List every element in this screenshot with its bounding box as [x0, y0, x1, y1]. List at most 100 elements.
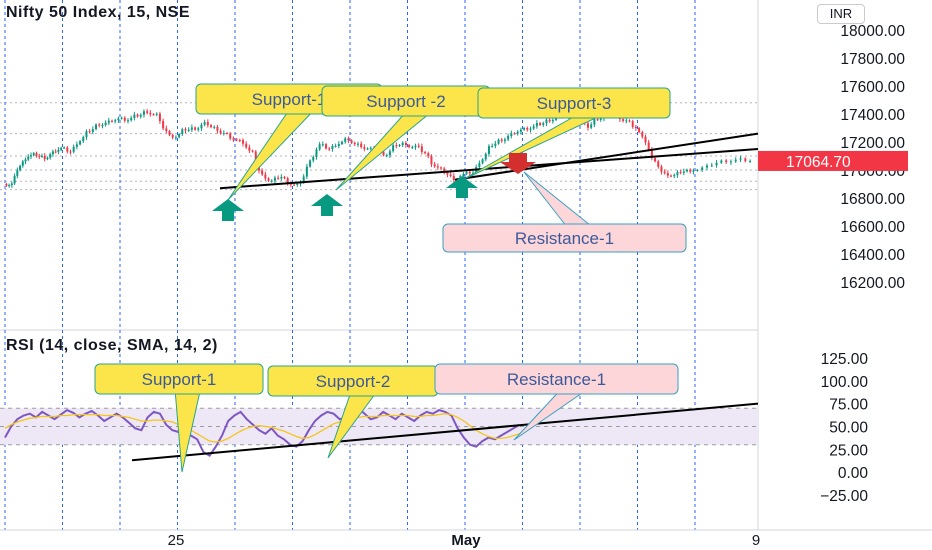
- candle-body[interactable]: [32, 153, 35, 156]
- candle-body[interactable]: [350, 140, 353, 143]
- candle-body[interactable]: [69, 151, 72, 153]
- candle-body[interactable]: [366, 148, 369, 150]
- candle-body[interactable]: [363, 147, 366, 149]
- candle-body[interactable]: [27, 156, 30, 160]
- candle-body[interactable]: [101, 125, 104, 127]
- candle-body[interactable]: [660, 166, 663, 172]
- candle-body[interactable]: [85, 131, 88, 138]
- candle-body[interactable]: [210, 125, 213, 128]
- candle-body[interactable]: [63, 147, 66, 149]
- callout-support-3[interactable]: Support-3: [461, 87, 671, 181]
- callout-resistance-1[interactable]: Resistance-1: [442, 171, 687, 253]
- candle-body[interactable]: [689, 169, 692, 172]
- candle-body[interactable]: [194, 127, 197, 130]
- candle-body[interactable]: [417, 145, 420, 147]
- marker-arrows[interactable]: [212, 153, 536, 221]
- candle-body[interactable]: [66, 147, 69, 152]
- candle-body[interactable]: [30, 155, 33, 157]
- candle-body[interactable]: [273, 177, 276, 181]
- candle-body[interactable]: [491, 145, 494, 147]
- trendlines[interactable]: [131, 132, 759, 462]
- candle-body[interactable]: [551, 119, 554, 122]
- candle-body[interactable]: [123, 117, 126, 121]
- candle-body[interactable]: [590, 124, 593, 128]
- candle-body[interactable]: [54, 151, 57, 153]
- candle-body[interactable]: [382, 151, 385, 156]
- candle-body[interactable]: [203, 122, 206, 125]
- candle-body[interactable]: [356, 143, 359, 145]
- candle-body[interactable]: [309, 160, 312, 167]
- up-arrow-support-1[interactable]: [212, 199, 244, 221]
- candle-body[interactable]: [117, 118, 120, 121]
- candle-body[interactable]: [38, 155, 41, 157]
- candle-body[interactable]: [114, 120, 117, 122]
- up-arrow-support-2[interactable]: [311, 194, 343, 216]
- candle-body[interactable]: [91, 129, 94, 132]
- candle-body[interactable]: [500, 139, 503, 141]
- candle-body[interactable]: [593, 119, 596, 125]
- candle-body[interactable]: [226, 133, 229, 135]
- candle-body[interactable]: [331, 146, 334, 149]
- candle-body[interactable]: [666, 173, 669, 176]
- candle-body[interactable]: [16, 170, 19, 176]
- candle-body[interactable]: [40, 155, 43, 157]
- candle-body[interactable]: [385, 155, 388, 157]
- candle-body[interactable]: [411, 147, 414, 149]
- candle-body[interactable]: [305, 166, 308, 177]
- candle-body[interactable]: [82, 137, 85, 142]
- candle-body[interactable]: [539, 122, 542, 125]
- candle-body[interactable]: [130, 118, 133, 121]
- candle-body[interactable]: [168, 131, 171, 135]
- candle-body[interactable]: [216, 126, 219, 131]
- candle-body[interactable]: [245, 143, 248, 148]
- candle-body[interactable]: [235, 139, 238, 141]
- candle-body[interactable]: [408, 145, 411, 148]
- candle-body[interactable]: [625, 120, 628, 122]
- candle-body[interactable]: [596, 119, 599, 121]
- candle-body[interactable]: [293, 184, 296, 186]
- candle-body[interactable]: [46, 157, 49, 160]
- candle-body[interactable]: [206, 122, 209, 126]
- candle-body[interactable]: [622, 119, 625, 121]
- candle-body[interactable]: [513, 133, 516, 135]
- candle-body[interactable]: [401, 142, 404, 146]
- candle-body[interactable]: [395, 145, 398, 147]
- candle-body[interactable]: [184, 129, 187, 131]
- candle-body[interactable]: [388, 151, 391, 156]
- last-price-tag[interactable]: [758, 150, 908, 171]
- up-arrow-support-3[interactable]: [446, 176, 478, 198]
- candle-body[interactable]: [158, 113, 161, 121]
- candle-body[interactable]: [72, 146, 75, 152]
- support-trendline[interactable]: [219, 148, 759, 190]
- candle-body[interactable]: [222, 133, 225, 135]
- candle-body[interactable]: [251, 150, 254, 152]
- candle-body[interactable]: [325, 144, 328, 149]
- candle-body[interactable]: [725, 160, 728, 163]
- candle-body[interactable]: [638, 128, 641, 133]
- candle-body[interactable]: [248, 147, 251, 151]
- candle-body[interactable]: [95, 124, 98, 130]
- candle-body[interactable]: [213, 126, 216, 128]
- candle-body[interactable]: [548, 119, 551, 122]
- candle-body[interactable]: [219, 130, 222, 134]
- candle-body[interactable]: [519, 129, 522, 132]
- candle-body[interactable]: [88, 131, 91, 133]
- candle-body[interactable]: [49, 154, 52, 158]
- candle-body[interactable]: [670, 175, 673, 177]
- candle-body[interactable]: [414, 145, 417, 148]
- candle-body[interactable]: [321, 144, 324, 146]
- candle-body[interactable]: [715, 162, 718, 166]
- price-axes[interactable]: 18000.0017800.0017600.0017400.0017200.00…: [758, 23, 908, 505]
- candle-body[interactable]: [701, 167, 704, 170]
- candle-body[interactable]: [481, 159, 484, 164]
- candle-body[interactable]: [60, 147, 63, 150]
- candle-body[interactable]: [232, 138, 235, 140]
- candle-body[interactable]: [229, 133, 232, 139]
- candle-body[interactable]: [277, 177, 280, 179]
- candle-body[interactable]: [197, 128, 200, 130]
- candle-body[interactable]: [35, 153, 38, 156]
- candle-body[interactable]: [10, 183, 13, 186]
- candle-body[interactable]: [650, 149, 653, 159]
- candle-body[interactable]: [111, 120, 114, 122]
